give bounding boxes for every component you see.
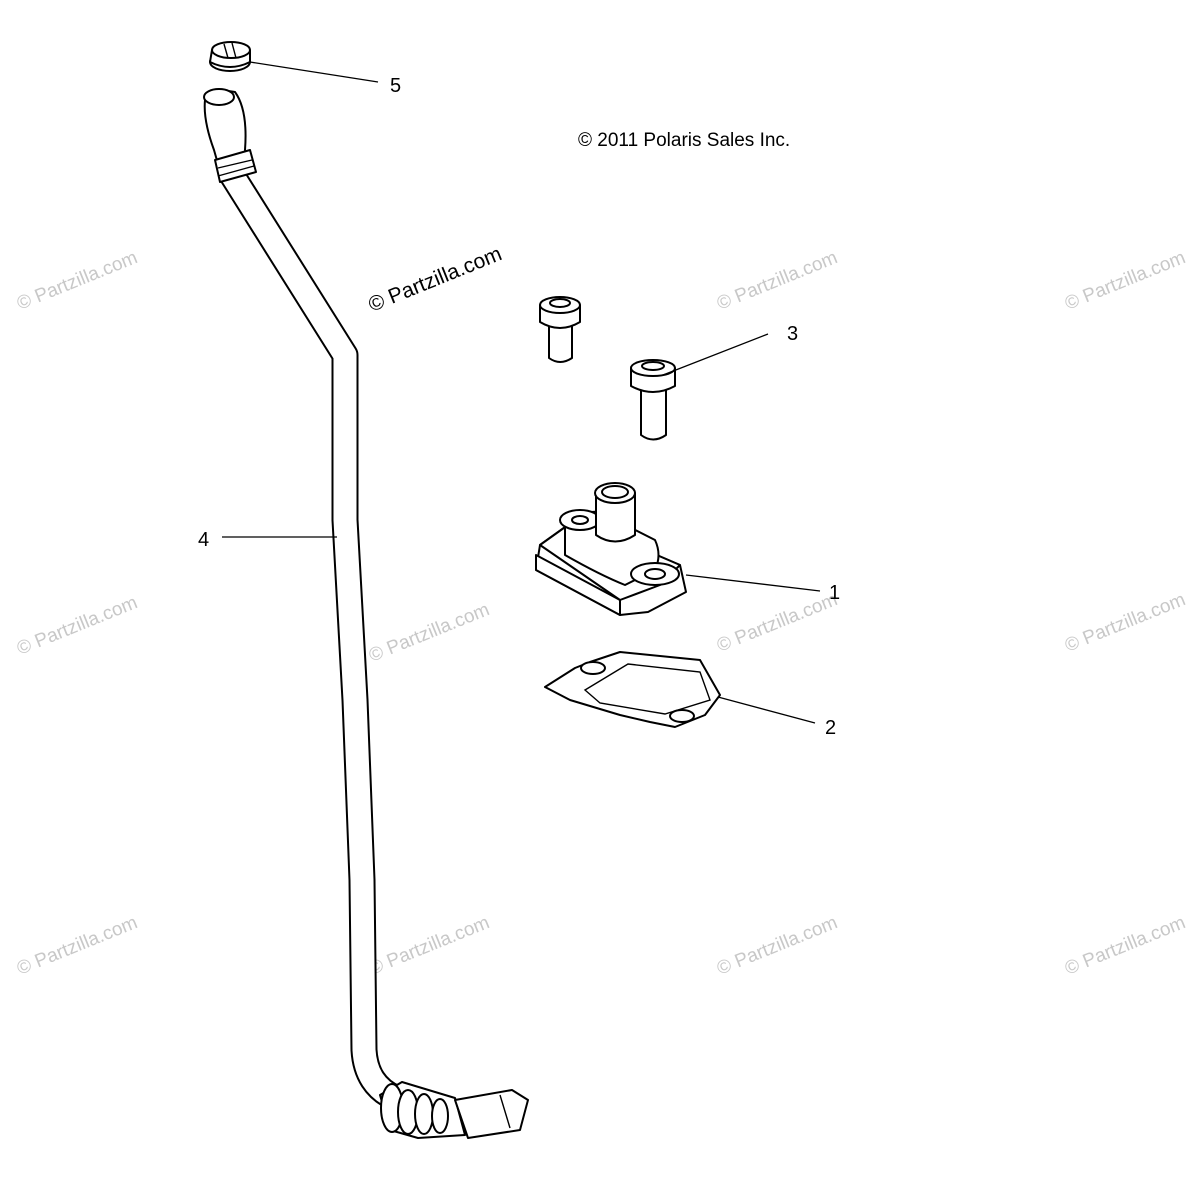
watermark: © Partzilla.com	[366, 599, 493, 666]
copyright-notice: © 2011 Polaris Sales Inc.	[578, 130, 790, 151]
watermark: © Partzilla.com	[14, 247, 141, 314]
callout-label-3: 3	[787, 323, 798, 345]
valve-cover	[535, 482, 687, 616]
callout-label-1: 1	[829, 582, 840, 604]
bolt	[630, 359, 676, 441]
watermark: © Partzilla.com	[14, 912, 141, 979]
watermark: © Partzilla.com	[1062, 912, 1189, 979]
watermark: © Partzilla.com	[714, 912, 841, 979]
watermark: © Partzilla.com	[714, 589, 841, 656]
leader-line	[662, 333, 769, 376]
bolt	[539, 296, 581, 363]
callout-label-5: 5	[390, 75, 401, 97]
watermark: © Partzilla.com	[366, 912, 493, 979]
watermark: © Partzilla.com	[1062, 247, 1189, 314]
gasket	[544, 651, 721, 728]
watermark: © Partzilla.com	[1062, 589, 1189, 656]
breather-hose	[203, 88, 529, 1139]
watermarks: © Partzilla.com © Partzilla.com © Partzi…	[14, 247, 1189, 979]
hose-clamp	[209, 41, 251, 72]
watermark: © Partzilla.com	[714, 247, 841, 314]
watermark: © Partzilla.com	[14, 592, 141, 659]
brand-watermark: © Partzilla.com	[365, 242, 505, 316]
leader-line	[717, 696, 816, 724]
callout-label-2: 2	[825, 717, 836, 739]
leader-line	[685, 574, 821, 592]
callout-label-4: 4	[198, 529, 209, 551]
leader-line	[249, 61, 379, 83]
